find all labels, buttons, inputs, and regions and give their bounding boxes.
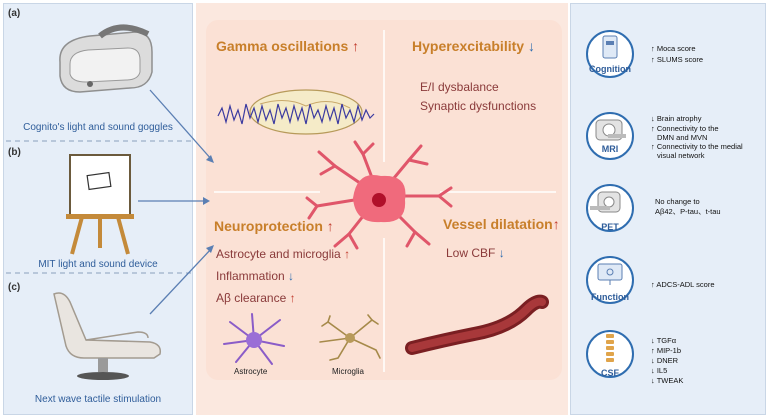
up-arrow-icon: ↑	[352, 38, 360, 54]
neuro-item-abeta-clearance: Aβ clearance ↑	[216, 291, 296, 305]
down-arrow-icon: ↓	[527, 38, 535, 54]
panel-letter-c: (c)	[8, 282, 21, 293]
cognition-item: ↑ SLUMS score	[651, 55, 704, 64]
easel-device-illustration	[66, 154, 134, 255]
csf-item: ↓ DNER	[651, 356, 679, 365]
hyperexcitability-title: Hyperexcitability ↓	[412, 38, 535, 54]
csf-item: ↑ MIP-1b	[651, 346, 682, 355]
panel-letter-a: (a)	[8, 8, 21, 19]
csf-item: ↓ TWEAK	[651, 376, 684, 385]
up-arrow-icon: ↑	[326, 218, 334, 234]
mri-item: ↓ Brain atrophy	[651, 114, 702, 123]
pet-circle	[586, 184, 634, 232]
function-item: ↑ ADCS-ADL score	[651, 280, 715, 289]
tactile-chair-illustration	[53, 292, 162, 380]
cognition-icon	[602, 35, 618, 59]
tactile-label: Next wave tactile stimulation	[34, 394, 162, 405]
csf-item: ↓ TGFα	[651, 336, 677, 345]
mri-label: MRI	[601, 144, 619, 154]
up-arrow-icon: ↑	[289, 291, 296, 305]
mri-item: DMN and MVN	[657, 133, 708, 142]
cognition-circle	[586, 30, 634, 78]
down-arrow-icon: ↓	[288, 269, 295, 283]
mri-item: visual network	[657, 151, 705, 160]
neuro-item-astrocyte-microglia: Astrocyte and microglia ↑	[216, 247, 351, 261]
mit-device-label: MIT light and sound device	[38, 259, 158, 270]
panel-letter-b: (b)	[8, 147, 21, 158]
astrocyte-label: Astrocyte	[234, 367, 268, 376]
function-circle	[586, 256, 634, 304]
up-arrow-icon: ↑	[344, 247, 351, 261]
mri-item: ↑ Connectivity to the medial	[651, 142, 743, 151]
mri-circle	[586, 112, 634, 160]
cognition-label: Cognition	[589, 64, 631, 74]
pet-scanner-icon	[590, 191, 621, 213]
microglia-illustration	[319, 314, 381, 361]
pet-item: No change to	[655, 197, 700, 206]
pet-label: PET	[601, 222, 619, 232]
hyper-item-ei: E/I dysbalance	[420, 80, 499, 94]
csf-item: ↓ IL5	[651, 366, 668, 375]
gamma-title: Gamma oscillations ↑	[216, 38, 360, 54]
neuron-illustration	[305, 140, 453, 250]
astrocyte-illustration	[223, 313, 285, 365]
cognition-item: ↑ Moca score	[651, 44, 696, 53]
neuro-item-inflammation: Inflammation ↓	[216, 269, 295, 283]
mri-item: ↑ Connectivity to the	[651, 124, 719, 133]
vessel-dilatation-title: Vessel dilatation↑	[443, 216, 560, 232]
gamma-brain-wave-illustration	[217, 89, 375, 135]
csf-label: CSF	[601, 368, 619, 378]
vessel-item-low-cbf: Low CBF ↓	[446, 246, 505, 260]
neuroprotection-title: Neuroprotection ↑	[214, 218, 334, 234]
mri-scanner-icon	[595, 119, 626, 141]
function-label: Function	[591, 292, 629, 302]
vr-goggles-illustration	[59, 24, 153, 93]
microglia-label: Microglia	[332, 367, 365, 376]
goggles-label: Cognito's light and sound goggles	[23, 122, 173, 133]
spine-icon	[606, 334, 614, 362]
hyper-item-synaptic: Synaptic dysfunctions	[420, 99, 537, 113]
up-arrow-icon: ↑	[552, 216, 560, 232]
monitor-icon	[597, 263, 623, 285]
pet-item: Aβ42、P-tau、t-tau	[655, 207, 721, 216]
blood-vessel-illustration	[405, 294, 549, 355]
down-arrow-icon: ↓	[498, 246, 505, 260]
csf-circle	[586, 330, 634, 378]
